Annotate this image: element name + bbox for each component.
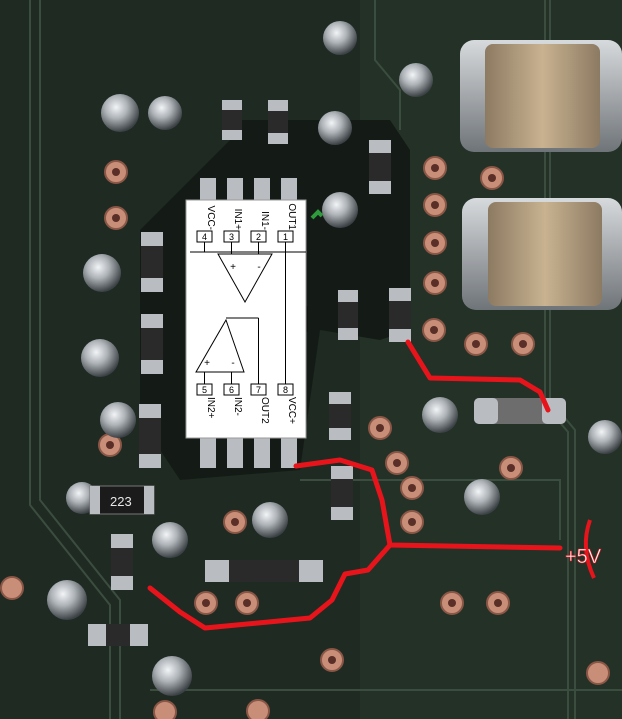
pin-8-number: 8 [283,385,288,395]
ceramic-capacitor-top [460,40,622,152]
pin-1-label: OUT1 [286,203,297,230]
ic-internal-wiring [190,242,306,384]
resistor-code: 223 [110,494,132,509]
pin-5-number: 5 [202,385,207,395]
opamp-1-plus: + [230,262,236,273]
green-marker [310,209,324,220]
opamp-2-minus: - [231,358,234,369]
smd-components [88,100,566,646]
pin-2-number: 2 [256,232,261,242]
solder-joints [47,21,622,696]
pin-6-label: IN2- [232,397,243,416]
pin-4-label: VCC- [205,206,216,230]
pin-1-number: 1 [283,232,288,242]
ic-bottom-pins: 5 6 7 8 IN2+ IN2- OUT2 VCC+ [196,383,297,424]
opamp-1-symbol [217,253,273,304]
annotation-5v-label: +5V [565,546,602,568]
pin-7-label: OUT2 [259,397,270,424]
ic-top-pins: 4 3 2 1 VCC- IN1+ IN1- OUT1 [196,203,297,243]
annotation-bracket [583,519,596,579]
pin-4-number: 4 [202,232,207,242]
resistor-223: 223 [89,485,155,515]
opamp-1-minus: - [257,262,260,273]
pin-8-label: VCC+ [286,397,297,424]
pin-3-number: 3 [229,232,234,242]
annotation-5v-traces [147,339,563,631]
via-holes [106,164,527,664]
ceramic-capacitor-bottom [462,198,622,310]
opamp-2-symbol [195,318,245,373]
pin-3-label: IN1+ [232,209,243,231]
pin-2-label: IN1- [259,211,270,230]
pin-5-label: IN2+ [205,397,216,419]
pin-6-number: 6 [229,385,234,395]
annotation-5v: +5V [565,519,602,579]
opamp-2-plus: + [204,358,210,369]
pin-7-number: 7 [256,385,261,395]
ic-pinout-diagram: 4 3 2 1 VCC- IN1+ IN1- OUT1 5 6 7 8 IN2+… [185,199,307,439]
